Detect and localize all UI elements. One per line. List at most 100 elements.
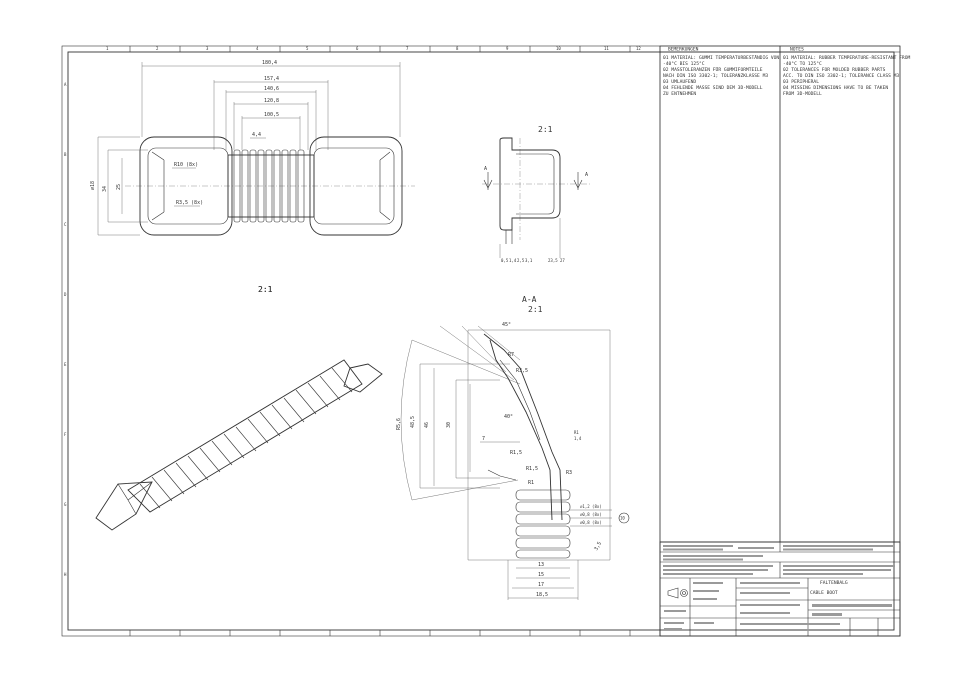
frame-row-labels: A B C D E F G H	[64, 82, 67, 577]
notes-en-line-2: -40°C TO 125°C	[783, 61, 822, 67]
sec-h1: 48,5	[410, 416, 416, 428]
sec-w2: 15	[538, 572, 544, 578]
dim-d4: 100,5	[264, 112, 279, 118]
sec-ring-3: ⌀0,8 (8x)	[580, 520, 602, 525]
side-dim-1: 0,5	[501, 258, 509, 263]
frame-row-d: D	[64, 292, 67, 297]
dim-r1: R10 (8x)	[174, 162, 198, 168]
top-view-scale: 2:1	[258, 285, 273, 294]
sec-r-f: R1	[528, 480, 534, 486]
notes-de-line-2: -40°C BIS 125°C	[663, 61, 705, 67]
dim-d2: 140,6	[264, 86, 279, 92]
sec-w3: 17	[538, 582, 544, 588]
drawing-frame	[61, 45, 901, 637]
notes-de-line-1: 01 MATERIAL: GUMMI TEMPERATURBESTÄNDIG V…	[663, 54, 779, 61]
projection-symbol-icon	[667, 587, 688, 599]
frame-row-a: A	[64, 82, 67, 87]
notes-en-header: NOTES	[790, 47, 804, 53]
dim-pitch: 4,4	[252, 132, 261, 138]
notes-de-header: BEMERKUNGEN	[668, 47, 699, 53]
sec-angle-top: 45°	[502, 322, 511, 328]
frame-col-10: 10	[556, 46, 561, 51]
frame-col-6: 6	[356, 46, 359, 51]
frame-col-4: 4	[256, 46, 259, 51]
title-en: CABLE BOOT	[810, 590, 838, 596]
sec-w1: 13	[538, 562, 544, 568]
sec-ring-2: ⌀0,8 (8x)	[580, 512, 602, 517]
side-dim-4: 3,1	[525, 258, 533, 263]
side-dim-6: 27	[560, 258, 565, 263]
sec-r-e: R3	[566, 470, 572, 476]
sec-bubble: 10	[620, 516, 625, 521]
sec-h4: 7	[482, 436, 485, 442]
frame-row-f: F	[64, 432, 67, 437]
frame-col-11: 11	[604, 46, 609, 51]
sec-r-b: R3,5	[516, 368, 528, 374]
sec-ang-r: 3,5	[593, 541, 603, 552]
notes-de-line-4: NACH DIN ISO 3302-1; TOLERANZKLASSE M3	[663, 73, 768, 79]
notes-de-line-7: ZU ENTNEHMEN	[663, 91, 696, 97]
frame-col-2: 2	[156, 46, 159, 51]
title-de: FALTENBALG	[820, 580, 848, 586]
frame-row-c: C	[64, 222, 67, 227]
side-dim-5: 23,5	[548, 258, 558, 263]
frame-row-b: B	[64, 152, 67, 157]
notes-en-line-5: 03 PERIPHERAL	[783, 79, 819, 85]
sec-r-c: R1,5	[510, 450, 522, 456]
side-view-scale: 2:1	[538, 125, 553, 134]
notes-en-line-1: 01 MATERIAL: RUBBER TEMPERATURE-RESISTAN…	[783, 55, 910, 61]
notes-english: NOTES 01 MATERIAL: RUBBER TEMPERATURE-RE…	[779, 45, 910, 543]
sec-r-a: R7	[508, 352, 514, 358]
notes-en-line-6: 04 MISSING DIMENSIONS HAVE TO BE TAKEN	[783, 85, 888, 91]
dim-h-outer: 34	[102, 186, 108, 192]
dim-d3: 120,8	[264, 98, 279, 104]
section-a-a: A-A 2:1 R5,6	[396, 295, 630, 600]
frame-col-9: 9	[506, 46, 509, 51]
sec-h2: 46	[424, 422, 430, 428]
notes-en-line-4: ACC. TO DIN ISO 3302-1; TOLERANCE CLASS …	[783, 73, 899, 79]
sec-w4: 18,5	[536, 592, 548, 598]
notes-en-line-3: 02 TOLERANCES FOR MOLDED RUBBER PARTS	[783, 67, 886, 73]
frame-col-8: 8	[456, 46, 459, 51]
sec-angle-mid: 40°	[504, 414, 513, 420]
notes-de-line-3: 02 MASSTOLERANZEN FÜR GUMMIFORMTEILE	[663, 66, 763, 73]
sec-h3: 30	[446, 422, 452, 428]
side-view: 2:1 A A 0,5 1,4 2,5 3,1 23,5 27	[482, 125, 590, 263]
sec-bubble-circle	[618, 512, 630, 524]
top-view: 180,4 157,4 140,6 120,8 100,5 4,4 ⌀18 34…	[90, 60, 415, 236]
frame-column-ticks	[129, 46, 631, 636]
sec-r-d: R1,5	[526, 466, 538, 472]
iso-bellows-folds	[139, 367, 353, 509]
frame-col-3: 3	[206, 46, 209, 51]
title-block: FALTENBALG CABLE BOOT	[659, 541, 901, 637]
notes-de-line-6: 04 FEHLENDE MASSE SIND DEM 3D-MODELL	[663, 85, 763, 91]
isometric-view: 2:1	[95, 285, 383, 531]
frame-col-1: 1	[106, 46, 109, 51]
sec-ring-1: ⌀1,2 (8x)	[580, 504, 602, 509]
notes-en-line-7: FROM 3D-MODELL	[783, 91, 822, 97]
side-dim-3: 2,5	[517, 258, 525, 263]
frame-row-g: G	[64, 502, 67, 507]
section-bellows	[515, 489, 571, 559]
side-dim-2: 1,4	[509, 258, 517, 263]
dim-h-mid: 25	[116, 184, 122, 190]
section-mark-left: A	[484, 166, 487, 172]
frame-column-labels: 1 2 3 4 5 6 7 8 9 10 11 12	[106, 46, 641, 51]
frame-row-h: H	[64, 572, 67, 577]
dim-h-left: ⌀18	[90, 181, 96, 190]
section-title: A-A	[522, 295, 537, 304]
sec-small: 1,4	[574, 436, 582, 441]
section-mark-right: A	[585, 172, 588, 178]
bellows-folds	[233, 149, 305, 223]
iso-view-scale: 2:1	[258, 285, 273, 294]
sec-big-r: R5,6	[396, 418, 402, 430]
section-scale: 2:1	[528, 305, 543, 314]
frame-row-e: E	[64, 362, 67, 367]
dim-overall: 180,4	[262, 60, 277, 66]
frame-col-7: 7	[406, 46, 409, 51]
frame-col-5: 5	[306, 46, 309, 51]
dim-r2: R3,5 (8x)	[176, 200, 203, 206]
frame-col-12: 12	[636, 46, 641, 51]
notes-de-line-5: 03 UMLAUFEND	[663, 79, 696, 85]
